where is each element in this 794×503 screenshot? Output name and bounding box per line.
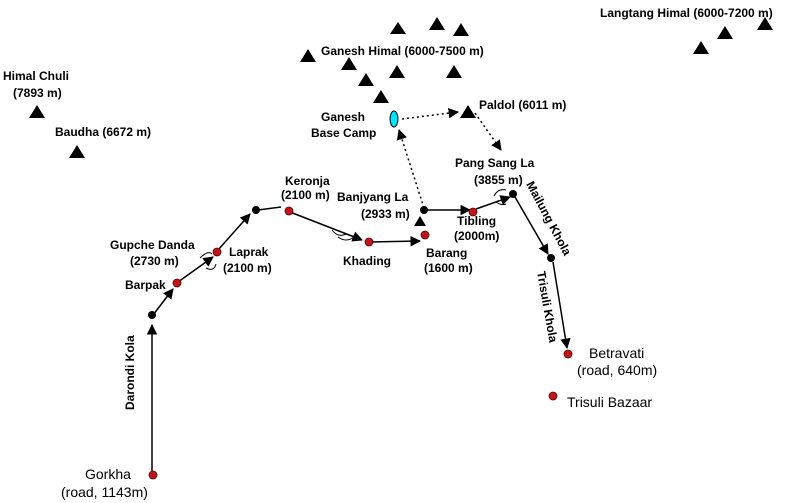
peak-icon (389, 65, 405, 78)
label-keronja: Keronja (285, 174, 330, 188)
town-trisuli-bazaar (548, 391, 558, 401)
label-gupche-danda: Gupche Danda (110, 238, 195, 252)
peak-icon (29, 105, 45, 118)
peak-icon (390, 22, 406, 34)
peak-icon (453, 23, 469, 36)
label-tibling-height: (2000m) (454, 229, 499, 243)
town-keronja (284, 206, 294, 216)
waypoint-dot (148, 311, 156, 319)
pass-marker-pangsang (493, 189, 507, 206)
base-camp-marker (389, 110, 399, 128)
town-barang (420, 230, 430, 240)
label-mailung-khola: Mailung Khola (523, 179, 574, 258)
label-tibling: Tibling (457, 214, 496, 228)
label-ganesh-bc-2: Base Camp (311, 126, 376, 140)
peak-icon (341, 57, 357, 70)
peak-icon (446, 65, 462, 78)
label-darondi-kola: Darondi Kola (123, 335, 137, 410)
label-himal-chuli-height: (7893 m) (13, 86, 62, 100)
route-barpak-gupche (177, 256, 214, 283)
label-banjyang-la-height: (2933 m) (361, 207, 410, 221)
peak-icon (717, 26, 733, 39)
town-khading (364, 237, 374, 247)
main-route (146, 195, 571, 472)
label-khading: Khading (343, 254, 391, 268)
town-barpak (172, 278, 182, 288)
peak-icon (757, 17, 773, 30)
peak-icon (373, 90, 389, 103)
label-pang-sang-la-height: (3855 m) (474, 173, 523, 187)
towns (148, 206, 573, 480)
label-gupche-height: (2730 m) (130, 254, 179, 268)
peak-icon (358, 73, 374, 86)
label-ganesh-himal: Ganesh Himal (6000-7500 m) (321, 44, 484, 58)
peak-icon (414, 216, 426, 226)
waypoints (148, 190, 555, 319)
town-tibling (468, 207, 478, 217)
route-pangsang-mailung (514, 196, 549, 255)
label-himal-chuli: Himal Chuli (3, 69, 69, 83)
peak-icon (693, 41, 709, 54)
town-gorkha (148, 470, 158, 480)
label-barpak: Barpak (125, 278, 166, 292)
label-betravati-road: (road, 640m) (577, 362, 657, 378)
route-banjyang-basecamp (396, 129, 425, 209)
label-ganesh-bc: Ganesh (321, 110, 365, 124)
side-trip-routes (396, 107, 502, 209)
label-baudha: Baudha (6672 m) (55, 125, 151, 139)
label-gorkha: Gorkha (85, 466, 131, 482)
peak-icons (29, 17, 773, 226)
route-paldol-mailung (474, 112, 502, 151)
waypoint-dot (420, 206, 428, 214)
peak-icon (460, 105, 476, 118)
label-laprak: Laprak (229, 245, 269, 259)
peak-icon (69, 145, 85, 158)
town-betravati (563, 349, 573, 359)
route-darondi-barpak (152, 288, 174, 316)
route-basecamp-paldol (401, 107, 460, 120)
town-laprak (212, 247, 222, 257)
label-pang-sang-la: Pang Sang La (455, 156, 535, 170)
label-barang: Barang (426, 246, 467, 260)
route-gupche-laprak (217, 213, 251, 251)
label-betravati: Betravati (589, 345, 644, 361)
label-paldol: Paldol (6011 m) (479, 98, 566, 112)
label-keronja-height: (2100 m) (281, 188, 330, 202)
waypoint-dot (252, 206, 260, 214)
pass-markers (199, 189, 507, 270)
pass-marker-laprak (199, 252, 217, 270)
label-banjyang-la: Banjyang La (337, 190, 409, 204)
route-khading-barang (370, 235, 422, 247)
waypoint-dot (509, 190, 517, 198)
label-laprak-height: (2100 m) (223, 261, 272, 275)
label-gorkha-road: (road, 1143m) (61, 484, 148, 500)
route-to-keronja (257, 206, 282, 211)
label-langtang: Langtang Himal (6000-7200 m) (600, 6, 773, 20)
label-trisuli-bazaar: Trisuli Bazaar (567, 394, 652, 410)
peak-icon (300, 49, 316, 62)
route-tibling-pangsang (475, 195, 511, 210)
route-keronja-khading (289, 211, 363, 242)
label-barang-height: (1600 m) (424, 261, 473, 275)
waypoint-dot (547, 254, 555, 262)
route-trisuli-betravati (552, 261, 571, 350)
peak-icon (429, 17, 445, 30)
pass-marker-khading (331, 229, 355, 241)
